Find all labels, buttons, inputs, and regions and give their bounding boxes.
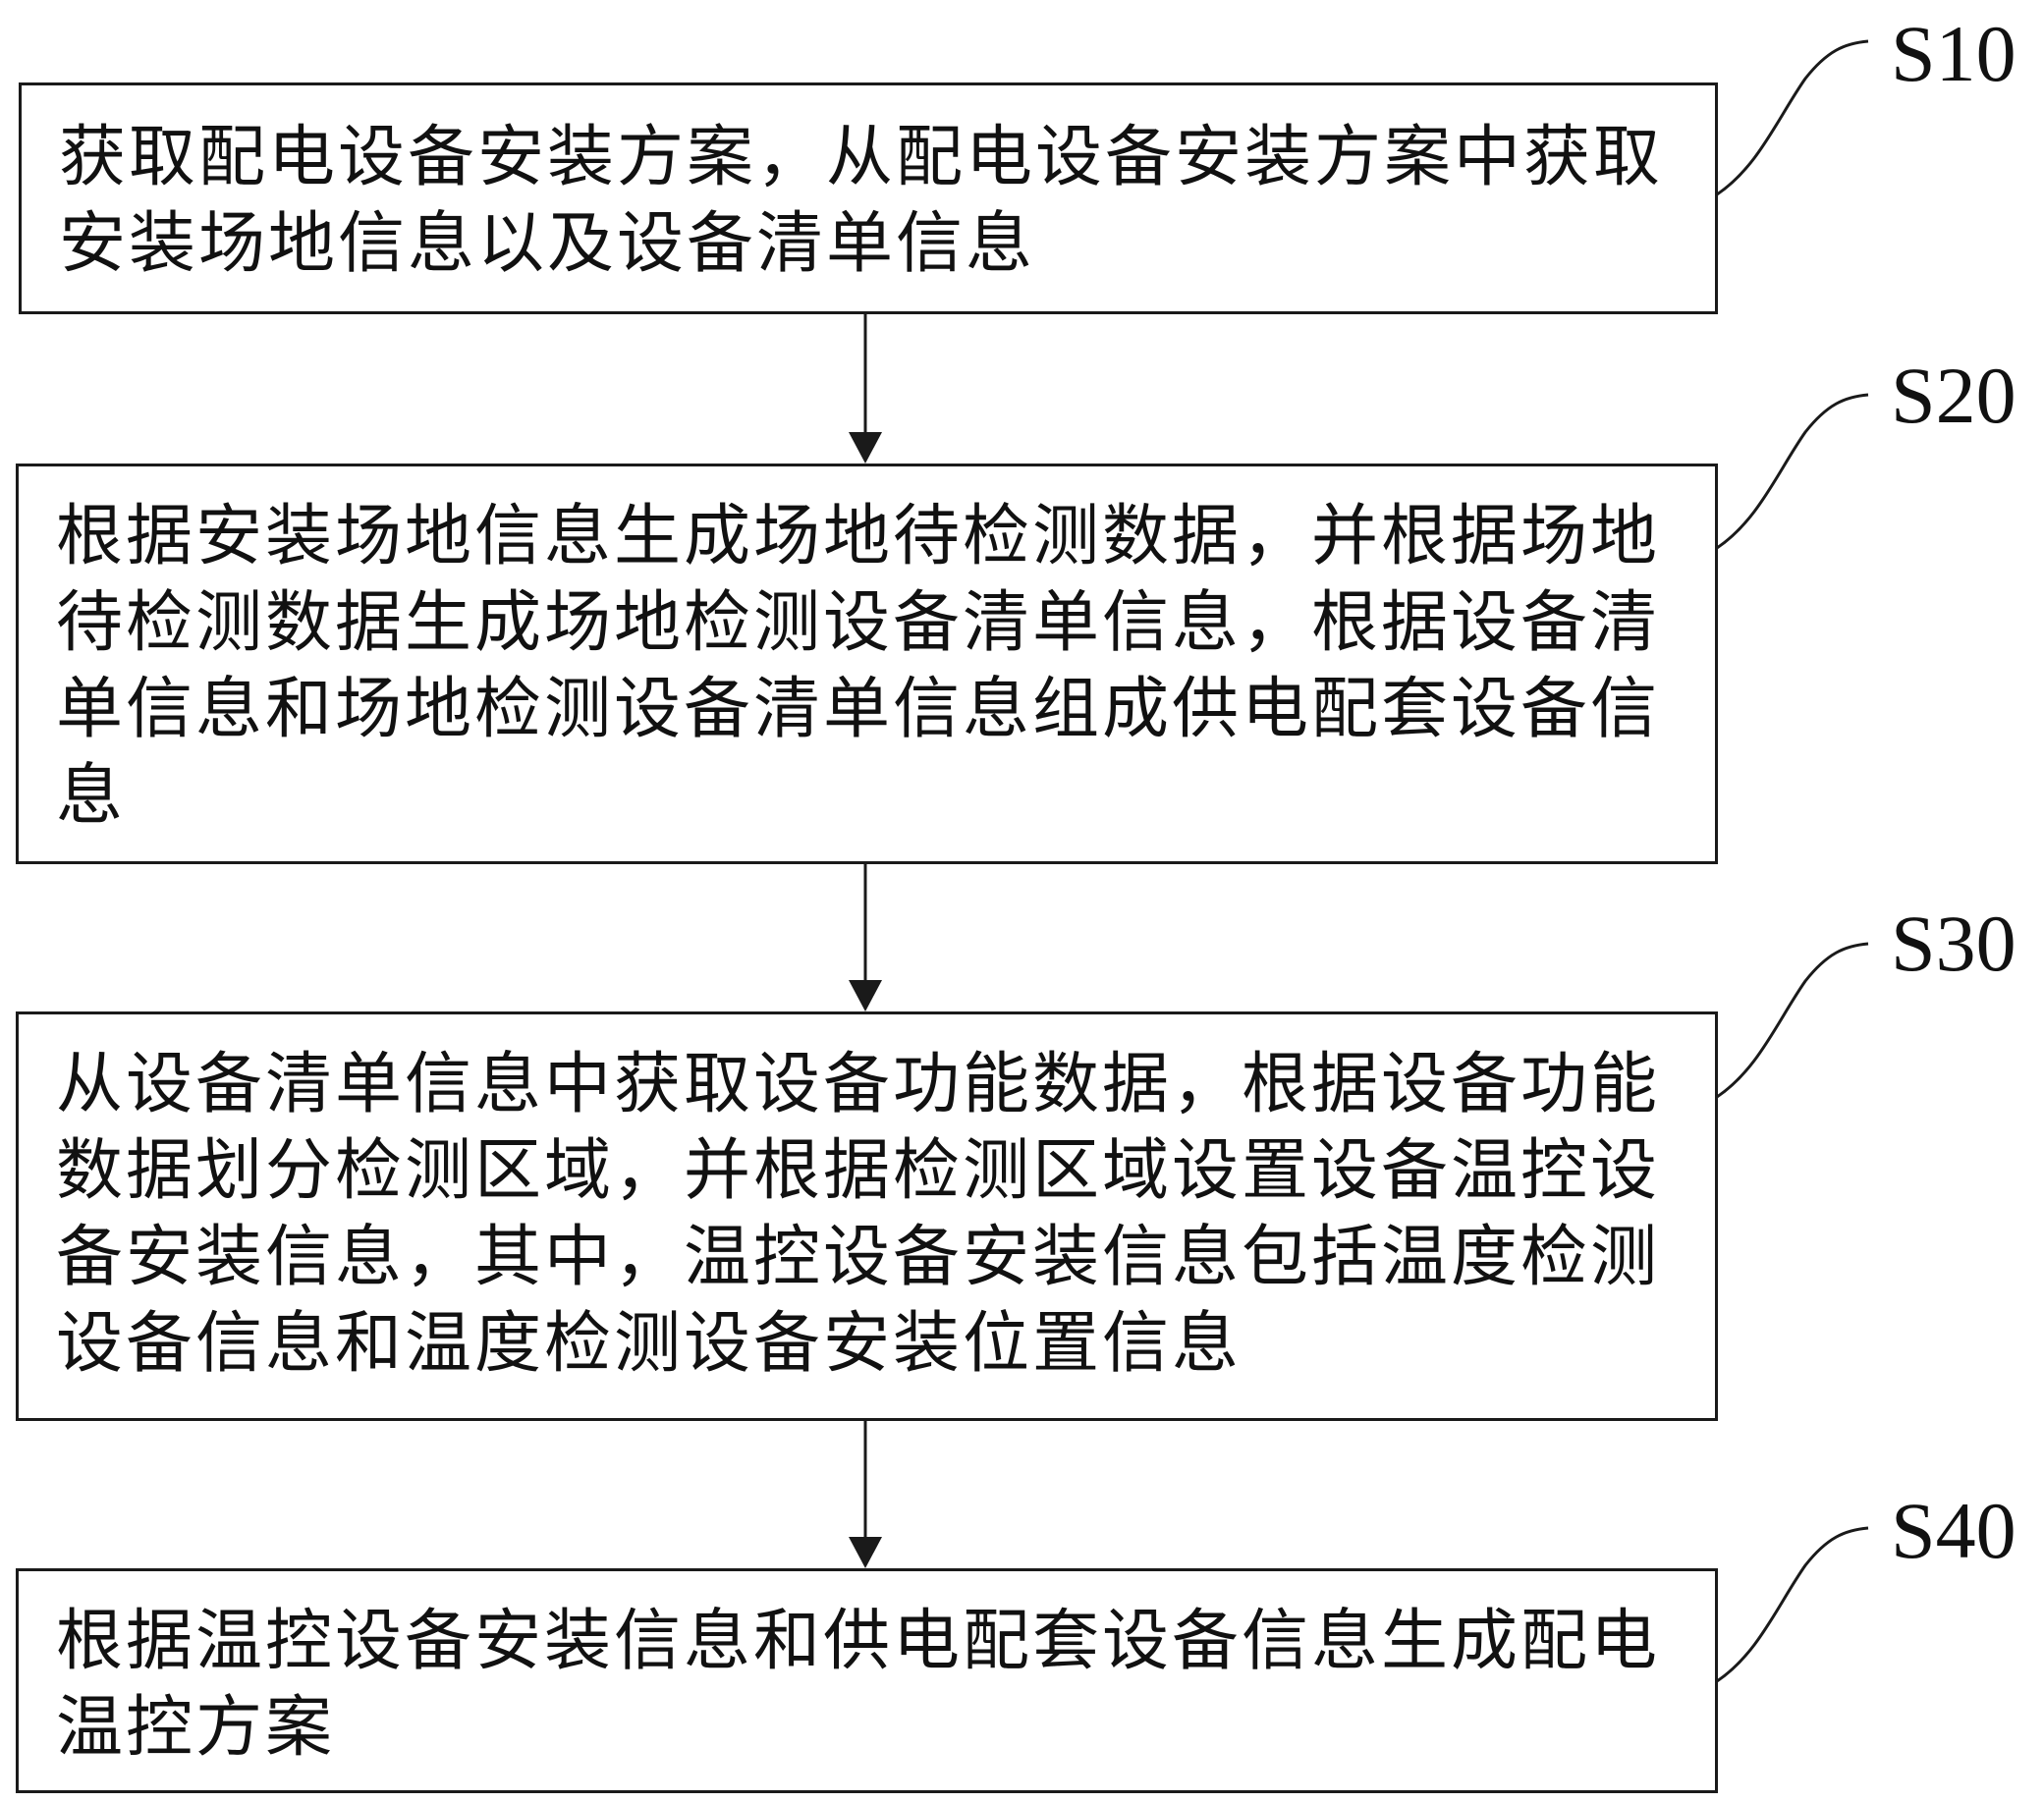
step-box-s20: 根据安装场地信息生成场地待检测数据，并根据场地待检测数据生成场地检测设备清单信息… [16,464,1718,864]
arrow-s20-to-s30 [849,864,882,1011]
step-label-s10: S10 [1891,9,2016,98]
leader-line-s40 [1716,1526,1869,1683]
step-text-s40: 根据温控设备安装信息和供电配套设备信息生成配电温控方案 [56,1603,1661,1767]
leader-line-s20 [1716,393,1869,550]
leader-line-s10 [1716,39,1869,196]
step-text-s10: 获取配电设备安装方案，从配电设备安装方案中获取安装场地信息以及设备清单信息 [59,119,1664,283]
step-box-s30: 从设备清单信息中获取设备功能数据，根据设备功能数据划分检测区域，并根据检测区域设… [16,1011,1718,1421]
arrow-s10-to-s20 [849,314,882,464]
step-text-s30: 从设备清单信息中获取设备功能数据，根据设备功能数据划分检测区域，并根据检测区域设… [56,1046,1661,1383]
arrow-s30-to-s40 [849,1421,882,1568]
step-label-s40: S40 [1891,1486,2016,1575]
step-label-s20: S20 [1891,351,2016,440]
step-label-s30: S30 [1891,899,2016,988]
step-box-s10: 获取配电设备安装方案，从配电设备安装方案中获取安装场地信息以及设备清单信息 [19,82,1718,314]
step-text-s20: 根据安装场地信息生成场地待检测数据，并根据场地待检测数据生成场地检测设备清单信息… [56,498,1661,835]
leader-line-s30 [1716,942,1869,1099]
step-box-s40: 根据温控设备安装信息和供电配套设备信息生成配电温控方案 [16,1568,1718,1793]
